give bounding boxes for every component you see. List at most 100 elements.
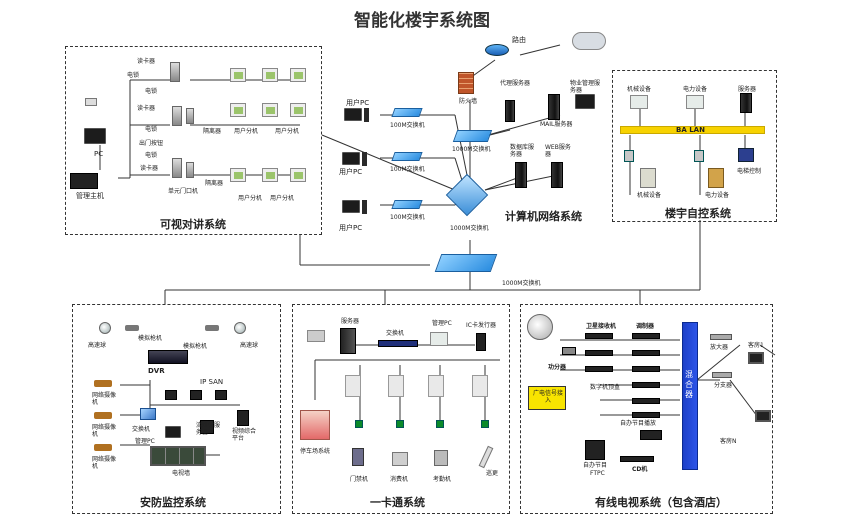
core-switch-icon bbox=[452, 130, 493, 142]
db-label: 数据库服务器 bbox=[510, 144, 535, 158]
pos-terminal-icon bbox=[392, 452, 408, 466]
card-server-label: 服务器 bbox=[341, 318, 360, 325]
security-switch-icon bbox=[140, 408, 156, 420]
ba-lan-label: BA LAN bbox=[676, 126, 705, 134]
room-n-label: 客房N bbox=[720, 438, 737, 445]
intercom-pc-icon bbox=[84, 128, 106, 144]
db-server-icon bbox=[515, 162, 527, 188]
card-workstation-3-icon bbox=[428, 375, 444, 397]
card-controller-3-icon bbox=[436, 420, 444, 428]
intercom-reader1-label: 读卡器 bbox=[137, 58, 156, 65]
ic-issuer-label: IC卡发行器 bbox=[466, 322, 496, 329]
intercom-unit-label: 单元门口机 bbox=[168, 188, 199, 195]
card-workstation-1-icon bbox=[345, 375, 361, 397]
intercom-reader3-label: 读卡器 bbox=[140, 165, 159, 172]
door-station-2-icon bbox=[172, 106, 182, 126]
panel-catv bbox=[520, 304, 773, 514]
switch-100m-1-icon bbox=[391, 108, 423, 117]
web-label: WEB服务器 bbox=[545, 144, 571, 158]
ba-server-icon bbox=[740, 93, 752, 113]
intercom-split2-label: 用户分机 bbox=[275, 128, 300, 135]
camera-source-icon bbox=[640, 430, 662, 440]
proxy-server-icon bbox=[505, 100, 515, 122]
auto-program-label: 自办节目播放 bbox=[620, 420, 657, 427]
room-1-label: 客房1 bbox=[748, 342, 764, 349]
speed-dome-2-icon bbox=[234, 322, 246, 334]
mail-label: MAIL服务器 bbox=[540, 121, 573, 128]
amplifier-icon bbox=[710, 334, 732, 340]
ftpc-label: FTPC bbox=[590, 470, 605, 477]
ipsan-unit-icon bbox=[165, 390, 177, 400]
panel-automation bbox=[612, 70, 777, 222]
speed-dome-1-icon bbox=[99, 322, 111, 334]
network-camera-2-icon bbox=[94, 412, 112, 419]
sat-receiver-2-icon bbox=[585, 350, 613, 356]
card-workstation-2-icon bbox=[388, 375, 404, 397]
card-workstation-4-icon bbox=[472, 375, 488, 397]
web-server-icon bbox=[551, 162, 563, 188]
auto-program2-label: 自办节目 bbox=[583, 462, 608, 469]
digital-stb-label: 数字机顶盒 bbox=[590, 384, 621, 391]
modulator-5-icon bbox=[632, 398, 660, 404]
security-mgmt-pc-icon bbox=[165, 426, 181, 438]
firewall-icon bbox=[458, 72, 474, 94]
intercom-host-icon bbox=[70, 173, 98, 189]
indoor-unit-icon bbox=[290, 168, 306, 182]
ba-lan-bus bbox=[620, 126, 765, 134]
ic-issuer-icon bbox=[476, 333, 486, 351]
broadcast-input-box bbox=[528, 386, 566, 410]
user-pc-1-label: 用户PC bbox=[346, 99, 370, 107]
backbone-switch-icon bbox=[434, 254, 498, 272]
network-camera-3-icon bbox=[94, 444, 112, 451]
panel-title-catv: 有线电视系统（包含酒店） bbox=[595, 496, 727, 509]
panel-card bbox=[292, 304, 510, 514]
ipsan-unit-icon bbox=[190, 390, 202, 400]
analog-camera-2-icon bbox=[205, 325, 219, 331]
patrol-label: 巡更 bbox=[486, 470, 499, 477]
modulator-label: 调制器 bbox=[636, 323, 655, 330]
panel-title-automation: 楼宇自控系统 bbox=[665, 207, 731, 220]
cd-player-label: CD机 bbox=[632, 466, 648, 473]
panel-intercom bbox=[65, 46, 322, 235]
modulator-6-icon bbox=[632, 412, 660, 418]
power2-label: 电力设备 bbox=[705, 192, 730, 199]
video-wall-icon bbox=[150, 446, 206, 466]
intercom-pc-label: PC bbox=[94, 150, 104, 158]
attendance-label: 考勤机 bbox=[433, 476, 452, 483]
ipsan-label: IP SAN bbox=[200, 378, 224, 386]
main-switch-label: 1000M交换机 bbox=[450, 225, 489, 232]
ipsan-unit-icon bbox=[215, 390, 227, 400]
door-station-5-icon bbox=[186, 162, 194, 178]
intercom-split4-label: 用户分机 bbox=[270, 195, 295, 202]
user-pc-3-label: 用户PC bbox=[339, 224, 363, 232]
intercom-split1-label: 用户分机 bbox=[234, 128, 259, 135]
speed-dome-2-label: 高速球 bbox=[240, 342, 259, 349]
indoor-unit-icon bbox=[290, 103, 306, 117]
modulator-1-icon bbox=[632, 333, 660, 339]
user-pc-3-icon bbox=[342, 200, 360, 213]
video-platform-label: 视频综合平台 bbox=[232, 428, 257, 442]
splitter-2-icon bbox=[712, 372, 732, 378]
user-pc-1-tower-icon bbox=[364, 108, 369, 122]
property-server-icon bbox=[575, 94, 595, 109]
ba-controller-icon bbox=[694, 150, 704, 162]
card-controller-4-icon bbox=[481, 420, 489, 428]
card-controller-2-icon bbox=[396, 420, 404, 428]
card-mgmt-label: 管理PC bbox=[432, 320, 452, 327]
analog-camera-1-icon bbox=[125, 325, 139, 331]
card-switch-icon bbox=[378, 340, 418, 347]
switch-100m-3-icon bbox=[391, 200, 423, 209]
intercom-keypad1-label: 出门按钮 bbox=[139, 140, 164, 147]
card-mgmt-pc-icon bbox=[430, 332, 448, 346]
switch-100m-3-label: 100M交换机 bbox=[390, 214, 425, 221]
switch-100m-2-label: 100M交换机 bbox=[390, 166, 425, 173]
panel-title-network: 计算机网络系统 bbox=[505, 210, 582, 223]
mail-server-icon bbox=[548, 94, 560, 120]
combiner-label: 混合器 bbox=[685, 370, 693, 399]
backbone-switch-label: 1000M交换机 bbox=[502, 280, 541, 287]
intercom-power2-label: 电锁 bbox=[145, 152, 158, 159]
parking-label: 停车场系统 bbox=[300, 448, 331, 455]
indoor-unit-icon bbox=[230, 103, 246, 117]
broadcast-input-label: 广电信号接入 bbox=[532, 390, 563, 404]
door-station-3-icon bbox=[172, 158, 182, 178]
